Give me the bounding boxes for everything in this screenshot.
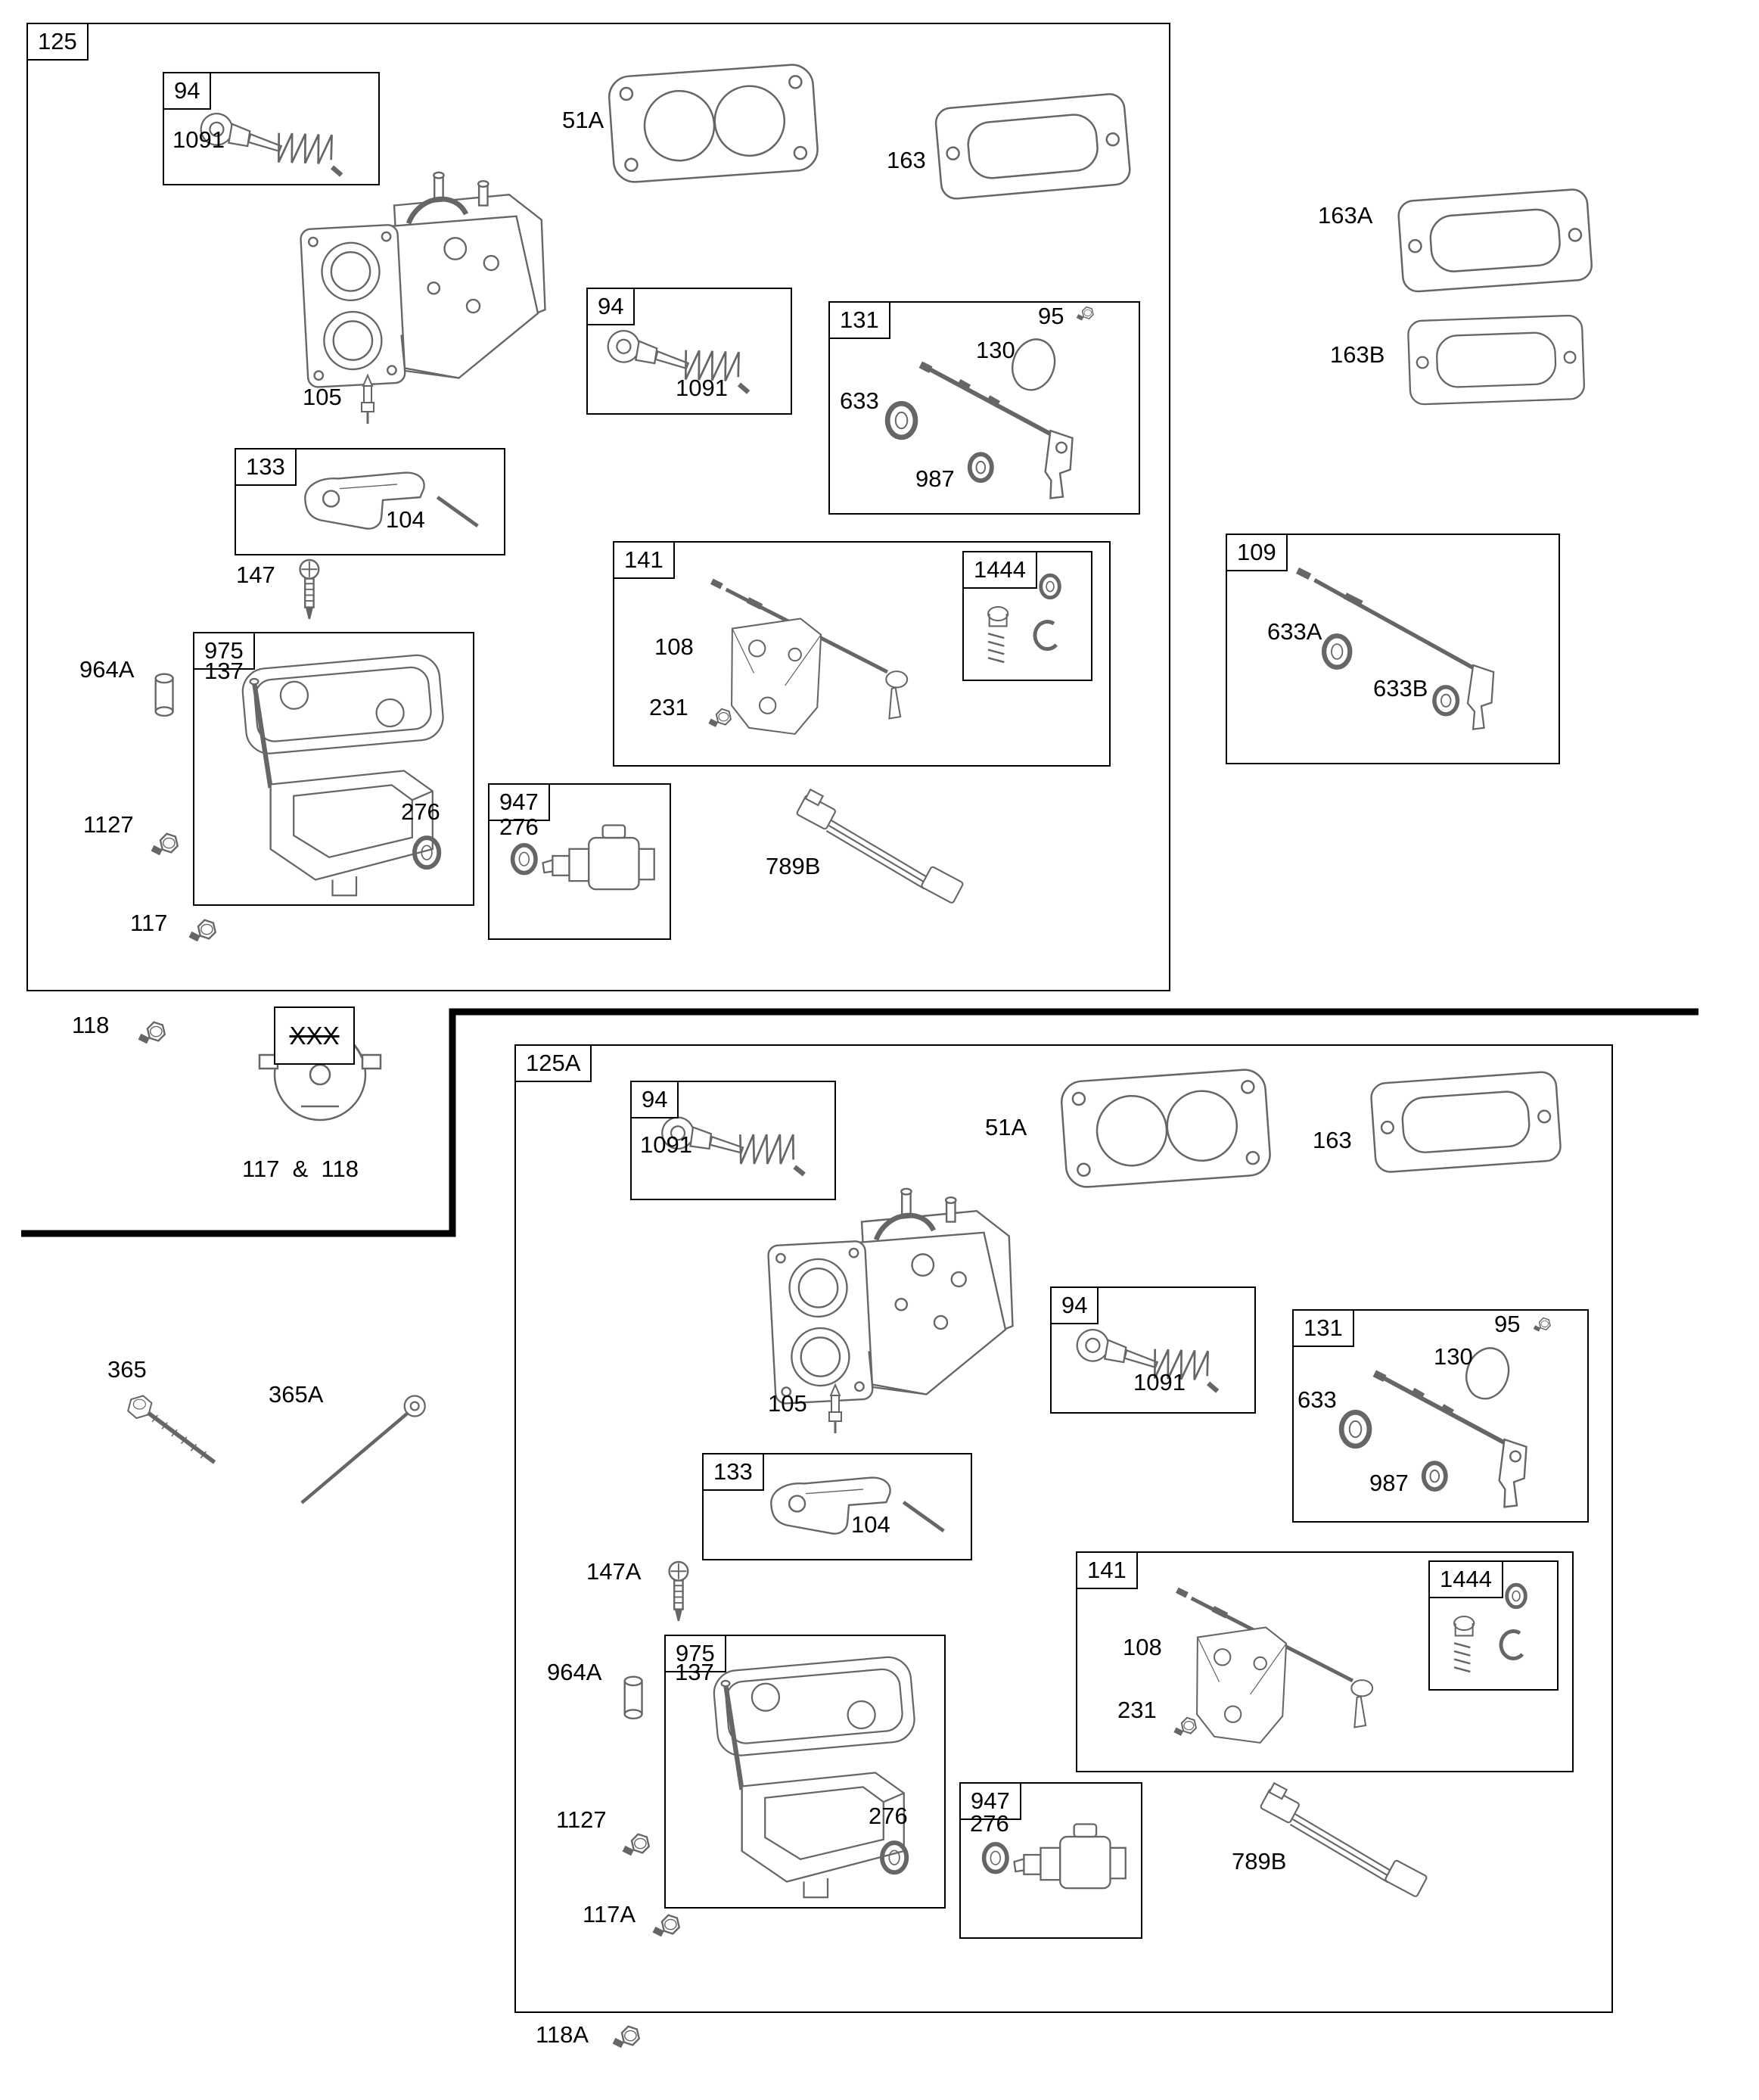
callout-117-and-118: 117 & 118 xyxy=(242,1156,359,1182)
group-box-125A: 125A xyxy=(514,1044,1613,2013)
callout-964A-2: 964A xyxy=(547,1659,602,1685)
callout-987-1: 987 xyxy=(915,465,955,492)
group-label-947-2: 947 xyxy=(959,1782,1021,1820)
group-box-1444-1: 1444 xyxy=(962,551,1092,681)
group-box-975-2: 975 xyxy=(664,1635,946,1909)
group-label-125A: 125A xyxy=(514,1044,592,1082)
callout-95-1: 95 xyxy=(1038,303,1064,329)
group-label-141-2: 141 xyxy=(1076,1551,1138,1589)
callout-1091-3: 1091 xyxy=(640,1131,692,1158)
callout-1091-2: 1091 xyxy=(676,375,728,401)
group-label-131-1: 131 xyxy=(828,301,890,339)
group-label-975-1: 975 xyxy=(193,632,255,670)
group-box-94-3: 94 xyxy=(630,1081,836,1200)
callout-365: 365 xyxy=(107,1356,147,1383)
callout-987-2: 987 xyxy=(1369,1470,1409,1496)
group-box-975-1: 975 xyxy=(193,632,474,906)
callout-117: 117 xyxy=(130,910,168,936)
part-screw-118A xyxy=(614,2027,639,2046)
callout-95-2: 95 xyxy=(1494,1311,1521,1337)
group-label-1444-2: 1444 xyxy=(1428,1560,1503,1598)
part-gasket-163B xyxy=(1406,314,1586,406)
callout-633A: 633A xyxy=(1267,618,1322,645)
callout-163B: 163B xyxy=(1330,341,1385,368)
callout-51A-1: 51A xyxy=(562,107,604,133)
callout-964A-1: 964A xyxy=(79,656,135,683)
part-screw-118 xyxy=(140,1022,165,1041)
callout-118A: 118A xyxy=(536,2021,589,2048)
group-box-133-1: 133 xyxy=(235,448,505,555)
group-label-133-2: 133 xyxy=(702,1453,764,1491)
callout-137-1: 137 xyxy=(204,658,244,684)
group-box-1444-2: 1444 xyxy=(1428,1560,1559,1691)
part-gasket-163A xyxy=(1397,187,1594,294)
group-label-109: 109 xyxy=(1226,534,1288,571)
group-label-1444-1: 1444 xyxy=(962,551,1037,589)
group-box-94-4: 94 xyxy=(1050,1286,1256,1414)
group-box-131-1: 131 xyxy=(828,301,1140,515)
callout-633B: 633B xyxy=(1373,675,1428,702)
group-label-94-2: 94 xyxy=(586,288,636,325)
callout-163-2: 163 xyxy=(1313,1127,1352,1153)
group-box-94-2: 94 xyxy=(586,288,792,415)
callout-163A: 163A xyxy=(1318,202,1373,229)
group-box-947-2: 947 xyxy=(959,1782,1142,1939)
callout-1127-1: 1127 xyxy=(83,811,134,838)
callout-231-2: 231 xyxy=(1117,1697,1157,1723)
callout-108-2: 108 xyxy=(1123,1634,1162,1660)
divider-line xyxy=(21,1008,1698,1237)
not-illustrated-box: XXX xyxy=(274,1006,355,1065)
group-label-94-3: 94 xyxy=(630,1081,679,1118)
callout-147: 147 xyxy=(236,562,275,588)
callout-105-2: 105 xyxy=(768,1390,807,1417)
callout-276-4: 276 xyxy=(970,1810,1009,1837)
callout-130-2: 130 xyxy=(1434,1343,1473,1370)
callout-365A: 365A xyxy=(269,1381,324,1408)
callout-633-2: 633 xyxy=(1297,1386,1337,1413)
callout-118: 118 xyxy=(72,1012,110,1038)
group-label-125: 125 xyxy=(26,23,89,61)
callout-104-2: 104 xyxy=(851,1511,890,1538)
group-box-141-1: 141 xyxy=(613,541,1111,767)
group-box-947-1: 947 xyxy=(488,783,671,940)
group-label-133-1: 133 xyxy=(235,448,297,486)
callout-147A: 147A xyxy=(586,1558,642,1585)
callout-104-1: 104 xyxy=(386,506,425,533)
group-label-131-2: 131 xyxy=(1292,1309,1354,1347)
callout-117A: 117A xyxy=(583,1901,636,1927)
callout-789B-1: 789B xyxy=(766,853,821,879)
callout-276-2: 276 xyxy=(499,814,539,840)
group-box-141-2: 141 xyxy=(1076,1551,1574,1772)
group-box-133-2: 133 xyxy=(702,1453,972,1560)
group-box-131-2: 131 xyxy=(1292,1309,1589,1523)
callout-789B-2: 789B xyxy=(1232,1848,1287,1874)
callout-1127-2: 1127 xyxy=(556,1806,607,1833)
callout-130-1: 130 xyxy=(976,337,1015,363)
callout-633-1: 633 xyxy=(840,387,879,414)
callout-276-3: 276 xyxy=(869,1803,908,1829)
callout-163-1: 163 xyxy=(887,147,926,173)
callout-137-2: 137 xyxy=(675,1659,714,1685)
group-label-141-1: 141 xyxy=(613,541,675,579)
group-label-975-2: 975 xyxy=(664,1635,726,1672)
part-rod-365A xyxy=(302,1396,425,1503)
callout-51A-2: 51A xyxy=(985,1114,1027,1140)
callout-1091-1: 1091 xyxy=(172,126,225,153)
group-box-109: 109 xyxy=(1226,534,1560,764)
callout-105-1: 105 xyxy=(303,384,342,410)
group-box-94-1: 94 xyxy=(163,72,380,185)
callout-1091-4: 1091 xyxy=(1133,1369,1186,1395)
part-bolt-365 xyxy=(128,1395,214,1462)
callout-231-1: 231 xyxy=(649,694,688,720)
callout-276-1: 276 xyxy=(401,798,440,825)
group-label-947-1: 947 xyxy=(488,783,550,821)
callout-108-1: 108 xyxy=(654,633,694,660)
group-box-125: 125 xyxy=(26,23,1170,991)
group-label-94-4: 94 xyxy=(1050,1286,1099,1324)
group-label-94-1: 94 xyxy=(163,72,212,110)
